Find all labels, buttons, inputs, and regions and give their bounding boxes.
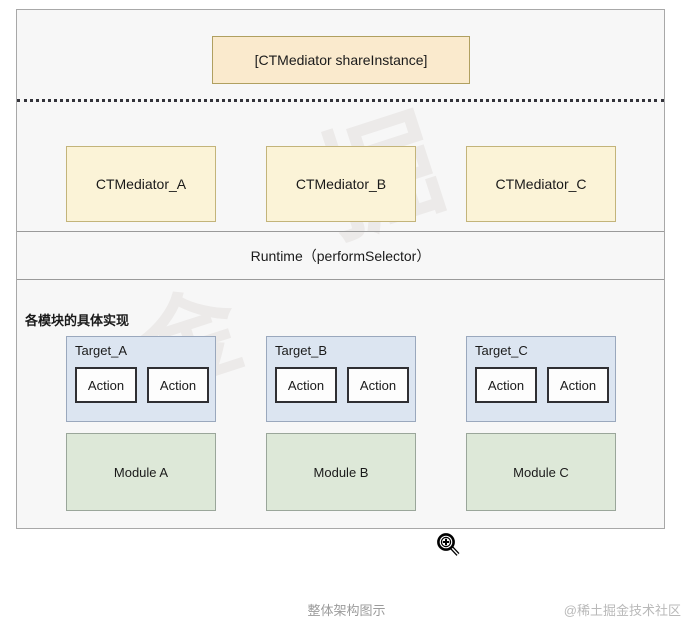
target-label-b: Target_B: [275, 343, 328, 358]
module-box-b[interactable]: Module B: [266, 433, 416, 511]
target-box-a[interactable]: Target_A Action Action: [66, 336, 216, 422]
mediator-box-a[interactable]: CTMediator_A: [66, 146, 216, 222]
action-row-b: Action Action: [275, 367, 409, 403]
target-box-c[interactable]: Target_C Action Action: [466, 336, 616, 422]
implementation-section-title: 各模块的具体实现: [25, 313, 130, 328]
implementation-band: 各模块的具体实现 Target_A Action Action Module A…: [17, 280, 664, 528]
site-watermark: @稀土掘金技术社区: [563, 603, 681, 618]
mediator-box-c[interactable]: CTMediator_C: [466, 146, 616, 222]
figure-caption: 整体架构图示: [307, 603, 386, 618]
mediator-box-b[interactable]: CTMediator_B: [266, 146, 416, 222]
runtime-label: Runtime（performSelector）: [250, 247, 431, 264]
target-label-a: Target_A: [75, 343, 128, 358]
action-box[interactable]: Action: [75, 367, 137, 403]
magnifier-icon: [437, 533, 460, 556]
dotted-separator: [17, 99, 664, 102]
action-box[interactable]: Action: [475, 367, 537, 403]
module-box-a[interactable]: Module A: [66, 433, 216, 511]
runtime-band: Runtime（performSelector）: [17, 232, 664, 280]
shared-instance-box[interactable]: [CTMediator shareInstance]: [212, 36, 470, 84]
action-box[interactable]: Action: [547, 367, 609, 403]
module-box-c[interactable]: Module C: [466, 433, 616, 511]
singleton-band: [CTMediator shareInstance]: [17, 10, 664, 100]
mediator-band: CTMediator_A CTMediator_B CTMediator_C: [17, 102, 664, 232]
zoom-in-cursor: [437, 533, 461, 557]
action-box[interactable]: Action: [347, 367, 409, 403]
target-label-c: Target_C: [475, 343, 528, 358]
action-box[interactable]: Action: [275, 367, 337, 403]
target-box-b[interactable]: Target_B Action Action: [266, 336, 416, 422]
architecture-diagram-frame: 掘 金 [CTMediator shareInstance] CTMediato…: [16, 9, 665, 529]
action-box[interactable]: Action: [147, 367, 209, 403]
action-row-a: Action Action: [75, 367, 209, 403]
action-row-c: Action Action: [475, 367, 609, 403]
